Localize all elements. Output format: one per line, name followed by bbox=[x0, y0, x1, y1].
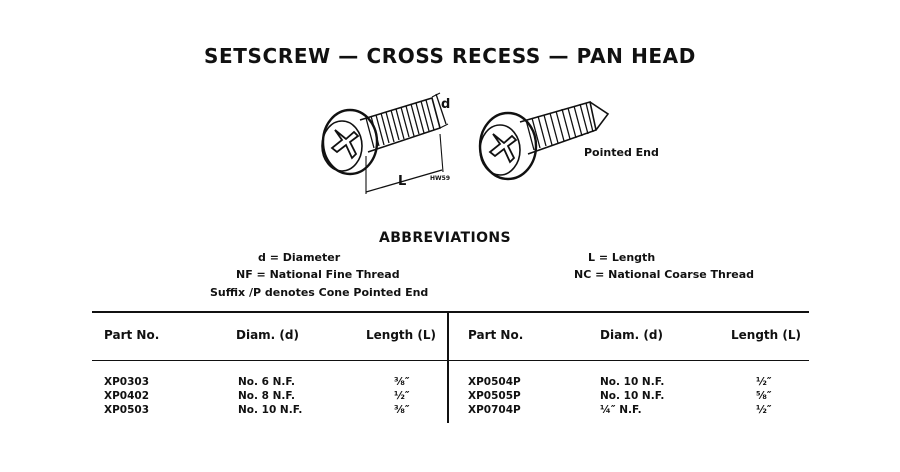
diameter-label: d bbox=[441, 97, 451, 112]
screw-illustration bbox=[321, 92, 610, 194]
left-row-1-diam: No. 6 N.F. bbox=[238, 376, 296, 388]
left-row-2-length: ½″ bbox=[394, 390, 410, 402]
right-row-3-length: ½″ bbox=[756, 404, 772, 416]
table-header-rule bbox=[92, 360, 809, 361]
right-row-3-part: XP0704P bbox=[468, 404, 521, 416]
right-header-length: Length (L) bbox=[731, 328, 801, 342]
right-row-2-part: XP0505P bbox=[468, 390, 521, 402]
left-row-1-part: XP0303 bbox=[104, 376, 150, 388]
right-row-1-diam: No. 10 N.F. bbox=[600, 376, 665, 388]
figure-reference: HW59 bbox=[430, 175, 450, 182]
abbreviations-heading: ABBREVIATIONS bbox=[379, 230, 511, 246]
left-row-3-part: XP0503 bbox=[104, 404, 150, 416]
left-row-1-length: ⅜″ bbox=[394, 376, 410, 388]
abbr-length: L = Length bbox=[588, 251, 656, 264]
left-row-3-length: ⅜″ bbox=[394, 404, 410, 416]
right-header-diam: Diam. (d) bbox=[600, 328, 663, 342]
right-row-3-diam: ¼″ N.F. bbox=[600, 404, 642, 416]
right-header-part: Part No. bbox=[468, 328, 524, 342]
right-row-2-length: ⅝″ bbox=[756, 390, 772, 402]
abbr-suffix-note: Suffix /P denotes Cone Pointed End bbox=[210, 286, 429, 299]
left-header-diam: Diam. (d) bbox=[236, 328, 299, 342]
table-top-rule bbox=[92, 311, 809, 313]
left-row-3-diam: No. 10 N.F. bbox=[238, 404, 303, 416]
abbr-national-coarse: NC = National Coarse Thread bbox=[574, 268, 755, 281]
setscrew-pointed-drawing bbox=[478, 100, 610, 181]
left-row-2-diam: No. 8 N.F. bbox=[238, 390, 296, 402]
right-row-1-length: ½″ bbox=[756, 376, 772, 388]
right-row-1-part: XP0504P bbox=[468, 376, 521, 388]
right-row-2-diam: No. 10 N.F. bbox=[600, 390, 665, 402]
left-header-part: Part No. bbox=[104, 328, 160, 342]
left-header-length: Length (L) bbox=[366, 328, 436, 342]
abbr-national-fine: NF = National Fine Thread bbox=[236, 268, 400, 281]
page-title: SETSCREW — CROSS RECESS — PAN HEAD bbox=[204, 44, 696, 68]
table-divider bbox=[447, 313, 449, 423]
pointed-end-label: Pointed End bbox=[584, 146, 659, 159]
setscrew-plain-drawing bbox=[321, 92, 449, 194]
length-label: L bbox=[398, 174, 407, 189]
abbr-diameter: d = Diameter bbox=[258, 251, 341, 264]
left-row-2-part: XP0402 bbox=[104, 390, 150, 402]
